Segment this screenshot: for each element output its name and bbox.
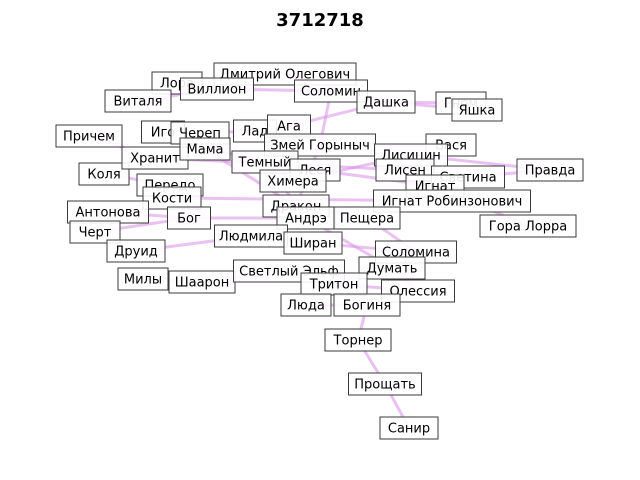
node-box (283, 231, 343, 255)
node-антонова: Антонова (67, 200, 149, 224)
node-санир: Санир (379, 416, 439, 440)
node-box (333, 293, 401, 317)
node-тритон: Тритон (300, 272, 368, 296)
node-label: Коля (87, 168, 120, 183)
node-label: Яшка (459, 104, 496, 119)
node-богиня: Богиня (333, 293, 401, 317)
node-label: Виталя (113, 95, 162, 110)
node-box (373, 189, 531, 213)
node-label: Прощать (354, 378, 415, 393)
node-box (69, 220, 121, 244)
node-кости: Кости (142, 186, 202, 210)
node-label: Черт (79, 226, 112, 241)
node-label: Ага (277, 120, 301, 135)
node-коля: Коля (78, 162, 130, 186)
node-label: Иго (151, 126, 176, 141)
node-химера: Химера (259, 169, 327, 193)
node-думать: Думать (358, 256, 426, 280)
node-box (259, 169, 327, 193)
node-людмила: Людмила (214, 224, 288, 248)
node-темный: Темный (231, 150, 299, 174)
node-label: Друид (114, 245, 158, 260)
node-label: Лад (242, 125, 269, 140)
node-label: Игнат Робинзонович (382, 195, 523, 210)
node-box (179, 137, 231, 161)
node-box (333, 206, 401, 230)
node-соломин: Соломин (294, 79, 368, 103)
node-box (479, 214, 577, 238)
node-игнат-робинзонович: Игнат Робинзонович (373, 189, 531, 213)
node-люда: Люда (280, 293, 332, 317)
node-черт: Черт (69, 220, 121, 244)
node-виллион: Виллион (180, 77, 254, 101)
node-box (451, 98, 503, 122)
node-label: Санир (388, 422, 430, 437)
node-пещера: Пещера (333, 206, 401, 230)
node-label: Химера (267, 175, 318, 190)
node-label: Правда (525, 164, 576, 179)
node-label: Людмила (219, 230, 283, 245)
node-box (324, 328, 392, 352)
node-label: Шаарон (175, 276, 230, 291)
node-label: Тритон (309, 278, 359, 293)
node-андрэ: Андрэ (276, 206, 336, 230)
node-label: Антонова (76, 206, 141, 221)
node-милы: Милы (117, 267, 169, 291)
node-дашка: Дашка (356, 90, 416, 114)
node-box (55, 124, 123, 148)
node-label: Андрэ (285, 212, 327, 227)
node-label: Люда (287, 299, 325, 314)
node-label: Дашка (363, 96, 409, 111)
node-хранит: Хранит (121, 146, 189, 170)
node-виталя: Виталя (104, 89, 172, 113)
node-box (117, 267, 169, 291)
node-label: Змей Горыныч (270, 139, 370, 154)
node-box (280, 293, 332, 317)
node-label: Милы (124, 273, 162, 288)
node-label: Виллион (188, 83, 247, 98)
node-box (516, 158, 584, 182)
node-причем: Причем (55, 124, 123, 148)
node-label: Соломин (301, 85, 361, 100)
graph-title: 3712718 (276, 10, 364, 31)
node-друид: Друид (106, 239, 166, 263)
node-label: Олессия (389, 285, 446, 300)
node-label: Пещера (340, 212, 394, 227)
node-box (356, 90, 416, 114)
node-box (106, 239, 166, 263)
node-box (379, 416, 439, 440)
node-label: Торнер (333, 334, 383, 349)
node-box (358, 256, 426, 280)
node-label: Хранит (130, 152, 180, 167)
node-box (348, 372, 422, 396)
node-box (180, 77, 254, 101)
node-label: Ширан (289, 237, 336, 252)
node-box (104, 89, 172, 113)
node-яшка: Яшка (451, 98, 503, 122)
node-label: Кости (152, 192, 192, 207)
node-box (78, 162, 130, 186)
node-шаарон: Шаарон (168, 270, 236, 294)
node-гора-лорра: Гора Лорра (479, 214, 577, 238)
node-мама: Мама (179, 137, 231, 161)
node-label: Мама (187, 143, 224, 158)
node-прощать: Прощать (348, 372, 422, 396)
node-label: Причем (63, 130, 115, 145)
node-box (167, 206, 211, 230)
node-торнер: Торнер (324, 328, 392, 352)
node-бог: Бог (167, 206, 211, 230)
node-ширан: Ширан (283, 231, 343, 255)
node-label: Гора Лорра (489, 220, 567, 235)
node-label: Думать (367, 262, 418, 277)
node-правда: Правда (516, 158, 584, 182)
node-label: Бог (177, 212, 201, 227)
node-label: Темный (238, 156, 292, 171)
node-label: Богиня (343, 299, 391, 314)
